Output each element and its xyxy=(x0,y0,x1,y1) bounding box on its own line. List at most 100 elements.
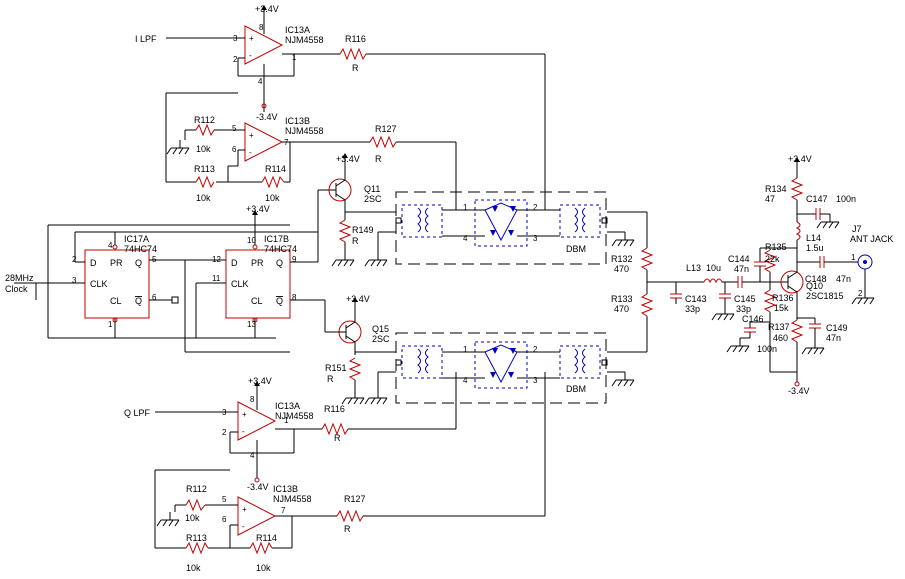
capacitor-ref: C143 xyxy=(685,294,707,304)
capacitor-ref: C147 xyxy=(806,194,828,204)
transistor-q10 xyxy=(780,260,804,318)
capacitor-ref: C148 xyxy=(805,274,827,284)
pin-number: 6 xyxy=(222,515,227,524)
svg-text:-: - xyxy=(249,148,252,157)
pin-number: 1 xyxy=(463,203,468,212)
supply-label: +3.4V xyxy=(346,294,370,304)
pin-number: 4 xyxy=(258,77,263,86)
resistor-value: R xyxy=(344,524,351,534)
resistor-ref: R112 xyxy=(186,484,207,494)
opamp-ref: IC13A xyxy=(285,25,310,35)
capacitor-value: 100n xyxy=(757,344,777,354)
pin-number: 5 xyxy=(222,495,227,504)
capacitor-c145 xyxy=(711,276,784,321)
ff-pin-label: D xyxy=(231,258,238,268)
resistor-ref: R116 xyxy=(324,404,345,414)
resistor-r112-top xyxy=(195,123,215,137)
mixer-dbm-bottom xyxy=(395,332,608,404)
resistor-ref: R116 xyxy=(345,34,366,44)
resistor-r113-bottom xyxy=(185,541,209,555)
pin-number: 8 xyxy=(250,395,255,404)
pin-number: 2 xyxy=(222,428,227,437)
input-i-lpf: I LPF xyxy=(135,34,157,44)
supply-label: +3.4V xyxy=(788,154,812,164)
pin-number: 11 xyxy=(212,274,221,283)
inductor-l13 xyxy=(703,278,723,284)
pin-number: 2 xyxy=(533,203,538,212)
pin-number: 4 xyxy=(108,241,113,250)
pin-number: 1 xyxy=(463,345,468,354)
capacitor-c149 xyxy=(797,317,825,355)
svg-text:+: + xyxy=(249,131,254,140)
capacitor-value: 33p xyxy=(685,304,700,314)
pin-number: 6 xyxy=(232,145,237,154)
resistor-r116-bottom xyxy=(321,422,349,436)
pin-number: 3 xyxy=(533,376,538,385)
svg-text:-: - xyxy=(242,427,245,436)
inductor-value: 1.5u xyxy=(806,243,824,253)
pin-number: 13 xyxy=(247,320,256,329)
transistor-ref: Q10 xyxy=(806,281,823,291)
pin-number: 7 xyxy=(281,506,286,515)
pin-number: 2 xyxy=(233,55,238,64)
flipflop-ref: IC17B xyxy=(264,234,289,244)
pin-number: 5 xyxy=(152,255,157,264)
resistor-r132 xyxy=(640,247,654,271)
resistor-value: R xyxy=(334,433,341,443)
supply-label: -3.4V xyxy=(788,386,810,396)
pin-number: 3 xyxy=(533,234,538,243)
pin-number: 4 xyxy=(463,376,468,385)
transistor-ref: Q11 xyxy=(364,184,380,194)
resistor-value: 470 xyxy=(614,304,629,314)
resistor-r112-bottom xyxy=(185,498,206,512)
resistor-r113-top xyxy=(195,175,215,189)
opamp-ic13a-bottom: +- xyxy=(155,396,295,478)
capacitor-value: 33p xyxy=(736,304,751,314)
resistor-value: 460 xyxy=(773,333,788,343)
resistor-ref: R114 xyxy=(265,164,286,174)
ff-pin-label: Q xyxy=(135,258,142,268)
resistor-ref: R113 xyxy=(194,164,215,174)
resistor-r137 xyxy=(790,319,804,343)
clock-label-1: 28MHz xyxy=(5,273,34,283)
opamp-ref: IC13B xyxy=(273,484,298,494)
capacitor-c147 xyxy=(797,208,840,229)
ff-pin-label: CL xyxy=(251,296,263,306)
inductor-value: 10u xyxy=(706,263,721,273)
capacitor-value: 47n xyxy=(826,333,841,343)
inductor-l14 xyxy=(795,221,801,241)
supply-label: +3.4V xyxy=(255,4,279,14)
capacitor-value: 47n xyxy=(734,264,749,274)
resistor-value: R xyxy=(327,374,334,384)
resistor-value: 10k xyxy=(265,193,280,203)
mixer-label: DBM xyxy=(566,384,586,394)
flipflop-ref: IC17A xyxy=(124,234,149,244)
resistor-ref: R112 xyxy=(194,115,215,125)
resistor-r114-bottom xyxy=(249,541,273,555)
pin-number: 8 xyxy=(292,293,297,302)
opamp-part: NJM4558 xyxy=(285,35,324,45)
pin-number: 3 xyxy=(222,408,227,417)
flipflop-ic17b xyxy=(149,189,330,338)
ff-pin-label: CLK xyxy=(231,279,249,289)
pin-number: 6 xyxy=(152,293,157,302)
supply-label: +3.4V xyxy=(336,154,360,164)
resistor-value: 10k xyxy=(186,563,201,573)
pin-number: 2 xyxy=(858,289,863,298)
inductor-ref: L13 xyxy=(686,263,701,273)
capacitor-c146 xyxy=(726,321,770,353)
pin-number: 10 xyxy=(247,236,256,245)
svg-text:-: - xyxy=(242,522,245,531)
transistor-ref: Q15 xyxy=(372,324,389,334)
connector-name: ANT JACK xyxy=(850,234,893,244)
supply-label: -3.4V xyxy=(256,112,278,122)
mixer-dbm-top xyxy=(395,191,608,265)
resistor-value: 10k xyxy=(185,513,200,523)
capacitor-ref: C149 xyxy=(826,323,848,333)
pin-number: 1 xyxy=(292,53,297,62)
supply-label: +3.4V xyxy=(246,204,270,214)
capacitor-ref: C145 xyxy=(734,294,756,304)
inductor-ref: L14 xyxy=(806,233,821,243)
pin-number: 4 xyxy=(250,451,255,460)
